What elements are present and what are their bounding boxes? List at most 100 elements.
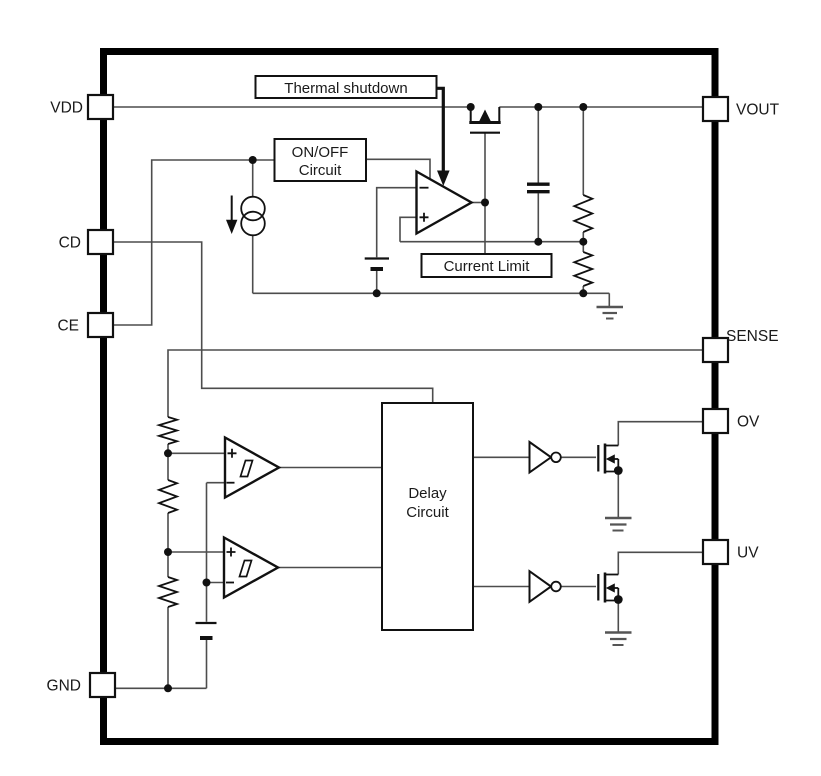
ov-inverter [528, 440, 562, 475]
opamp-plus-input-wire [399, 216, 417, 242]
reference-voltage-source-lower [195, 621, 217, 640]
cd-to-delay-wire [113, 241, 434, 403]
thermal-shutdown-box: Thermal shutdown [254, 75, 438, 99]
node-dot [481, 198, 489, 207]
junction-dots [164, 103, 623, 693]
node-dot [534, 103, 543, 111]
ov-comparator [223, 435, 282, 500]
sense-resistor-divider [155, 416, 181, 608]
thermal-arrow-head-icon [437, 170, 450, 186]
thermal-arrow-line [436, 86, 445, 172]
uv-open-drain-nmos [597, 572, 620, 603]
current-direction-arrow-head-icon [226, 219, 238, 234]
current-source-circle-bottom [240, 210, 266, 237]
uv-inverter [528, 569, 562, 604]
delay-circuit-box: Delay Circuit [381, 402, 474, 631]
fb-resistor-upper [571, 194, 595, 233]
node-dot [579, 289, 588, 298]
feedback-resistor-divider [571, 194, 595, 287]
node-dot [579, 237, 588, 246]
sense-resistor-middle [156, 479, 180, 514]
pins [86, 93, 730, 699]
pin-label-sense: SENSE [726, 328, 779, 345]
thermal-shutdown-rect [254, 75, 438, 99]
uv-inverter-triangle [528, 569, 553, 604]
pmos-body-arrow-icon [479, 109, 491, 122]
sense-resistor-bottom [156, 576, 180, 608]
current-limit-box: Current Limit [420, 253, 553, 278]
pin-ov [701, 407, 730, 435]
thermal-shutdown-arrow [436, 86, 450, 186]
current-source-circle-top [240, 195, 266, 222]
reference-voltage-source-upper [364, 257, 389, 271]
on-off-circuit-rect [273, 138, 367, 182]
current-limit-rect [420, 253, 553, 278]
node-dot [202, 578, 211, 587]
pin-label-ov: OV [737, 414, 760, 431]
opamp-plus-sign [419, 212, 429, 222]
ground-symbol-right [596, 305, 623, 320]
ov-inverter-triangle [528, 440, 553, 475]
node-dot [372, 289, 381, 298]
on-off-circuit-box: ON/OFF Circuit [273, 138, 367, 182]
wires [113, 106, 703, 690]
fb-resistor-lower [571, 251, 595, 287]
pin-label-vout: VOUT [736, 102, 780, 119]
delay-circuit-label-line1: Delay [408, 485, 447, 502]
error-amplifier-triangle [415, 169, 474, 236]
nmos-uv-body-arrow-icon [605, 583, 615, 593]
nmos-ov-body-arrow-icon [605, 454, 615, 464]
uv-inverter-bubble-icon [550, 580, 562, 593]
pin-gnd [88, 671, 117, 699]
node-dot [164, 449, 172, 458]
node-dot [164, 548, 172, 556]
node-dot [534, 237, 543, 246]
current-source [226, 195, 266, 237]
chip-outline [100, 48, 719, 745]
uv-comparator [222, 535, 281, 600]
pin-label-uv: UV [737, 545, 759, 562]
node-dot [164, 684, 172, 693]
ov-comparator-plus-sign [227, 448, 237, 458]
onoff-output-wire [366, 158, 431, 180]
node-dot [466, 103, 475, 111]
ground-symbol-ov [605, 516, 632, 532]
delay-circuit-label-line2: Circuit [406, 504, 449, 521]
ov-pin-wire [617, 420, 703, 446]
output-capacitor [527, 182, 550, 194]
pin-sense [701, 336, 730, 364]
ov-comparator-triangle [223, 435, 282, 500]
pin-label-gnd: GND [47, 678, 81, 695]
current-limit-label: Current Limit [444, 258, 531, 275]
pmos-pass-transistor [469, 107, 501, 134]
node-dot [613, 595, 623, 604]
delay-circuit-rect [381, 402, 474, 631]
pin-vdd [86, 93, 115, 121]
opamp-minus-input-wire [375, 186, 417, 258]
pin-label-vdd: VDD [50, 100, 83, 117]
node-dot [248, 156, 257, 164]
pin-label-ce: CE [57, 318, 79, 335]
ov-hysteresis-icon [239, 459, 254, 478]
pin-vout [701, 95, 730, 123]
uv-hysteresis-icon [238, 559, 253, 578]
ov-inverter-bubble-icon [550, 451, 562, 464]
on-off-circuit-label-line2: Circuit [299, 162, 342, 179]
node-dot [579, 103, 588, 111]
pin-uv [701, 538, 730, 566]
pin-ce [86, 311, 115, 339]
sense-wire [167, 349, 703, 417]
thermal-shutdown-label: Thermal shutdown [284, 80, 407, 97]
sense-resistor-top [155, 416, 181, 445]
pin-labels: VDD CD CE GND VOUT SENSE OV UV [47, 100, 780, 695]
pin-label-cd: CD [59, 235, 81, 252]
uv-comparator-plus-sign [226, 547, 236, 557]
uv-pin-wire [617, 551, 703, 575]
ground-symbol-uv [605, 631, 632, 646]
error-amplifier [415, 169, 474, 236]
node-dot [613, 466, 623, 475]
pin-cd [86, 228, 115, 256]
uv-comparator-triangle [222, 535, 281, 600]
